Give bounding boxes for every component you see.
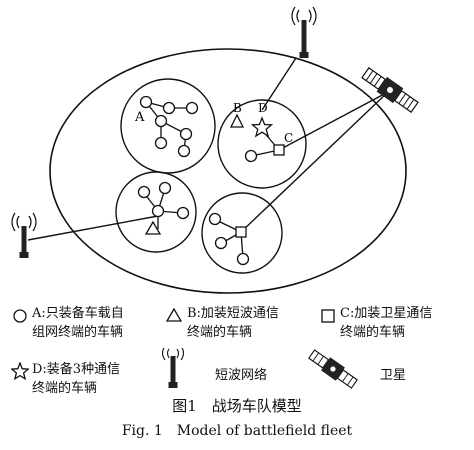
node-c2-square: [235, 226, 247, 238]
legend-satellite-icon: [308, 349, 358, 389]
legend-b-line2: 终端的车辆: [187, 325, 253, 340]
legend-d-line2: 终端的车辆: [32, 381, 98, 396]
shortwave-link-top: [261, 57, 297, 111]
legend-triangle-icon: [165, 307, 183, 322]
legend-square-icon: [321, 309, 335, 323]
fleet-network-diagram: A B D C: [11, 6, 419, 294]
legend-c-line2: 终端的车辆: [340, 325, 406, 340]
cluster-bcd-circle: [217, 99, 307, 189]
node-a-3: [185, 101, 199, 115]
node-b-triangle: [229, 113, 245, 128]
legend-d-text: D:装备3种通信 终端的车辆: [32, 360, 120, 398]
node-b2-2: [158, 181, 172, 195]
cluster-a-nodes: [139, 95, 199, 158]
node-c2-2: [214, 236, 228, 250]
node-c-label: C: [284, 131, 293, 145]
node-d-star: [250, 116, 274, 138]
antenna-left-icon: [11, 212, 37, 258]
node-b2-triangle: [144, 220, 162, 235]
legend-star-icon: [11, 362, 29, 380]
node-bcd-circle: [244, 149, 258, 163]
node-b-label: B: [233, 101, 242, 115]
node-a-2: [162, 101, 176, 115]
legend-b-line1: B:加装短波通信: [187, 306, 279, 321]
node-d-label: D: [258, 101, 268, 115]
node-a-7: [177, 144, 191, 158]
node-a-1: [139, 95, 153, 109]
shortwave-link-left: [27, 215, 159, 241]
node-b2-3: [176, 206, 190, 220]
node-a-4: [154, 114, 168, 128]
external-links: [27, 57, 389, 241]
cluster-circles: [115, 78, 307, 274]
legend-c-line1: C:加装卫星通信: [340, 306, 433, 321]
legend-circle-icon: [13, 309, 27, 323]
legend-d-line1: D:装备3种通信: [32, 362, 121, 377]
node-a-label: A: [134, 110, 145, 125]
legend-c-text: C:加装卫星通信 终端的车辆: [340, 304, 432, 342]
cluster-c-circle: [201, 192, 283, 274]
legend-b-text: B:加装短波通信 终端的车辆: [187, 304, 279, 342]
cluster-b-circle: [115, 171, 197, 253]
satellite-link-cluster4: [240, 91, 389, 233]
cluster-c-nodes: [208, 212, 250, 266]
cluster-a-circle: [120, 78, 216, 174]
figure-caption-english: Fig. 1 Model of battlefield fleet: [121, 423, 353, 439]
legend-satellite-text: 卫星: [380, 368, 407, 383]
battlefield-area-ellipse: [49, 48, 407, 294]
legend-antenna-icon: [161, 348, 185, 388]
node-a-6: [154, 136, 168, 150]
cluster-b-nodes: [137, 181, 190, 220]
node-b2-1: [137, 185, 151, 199]
antenna-top-icon: [291, 6, 317, 58]
node-c2-1: [208, 212, 222, 226]
node-a-5: [179, 127, 193, 141]
satellite-link-cluster2: [278, 91, 389, 151]
satellite-icon: [361, 67, 419, 113]
node-c-square: [273, 144, 285, 156]
figure-caption-chinese: 图1 战场车队模型: [172, 397, 302, 415]
node-b2-hub: [151, 204, 165, 218]
legend-a-text: A:只装备车载自 组网终端的车辆: [32, 304, 124, 342]
legend-a-line1: A:只装备车载自: [32, 306, 124, 321]
legend-shortwave-text: 短波网络: [215, 368, 268, 383]
node-c2-3: [236, 252, 250, 266]
legend-a-line2: 组网终端的车辆: [32, 325, 124, 340]
